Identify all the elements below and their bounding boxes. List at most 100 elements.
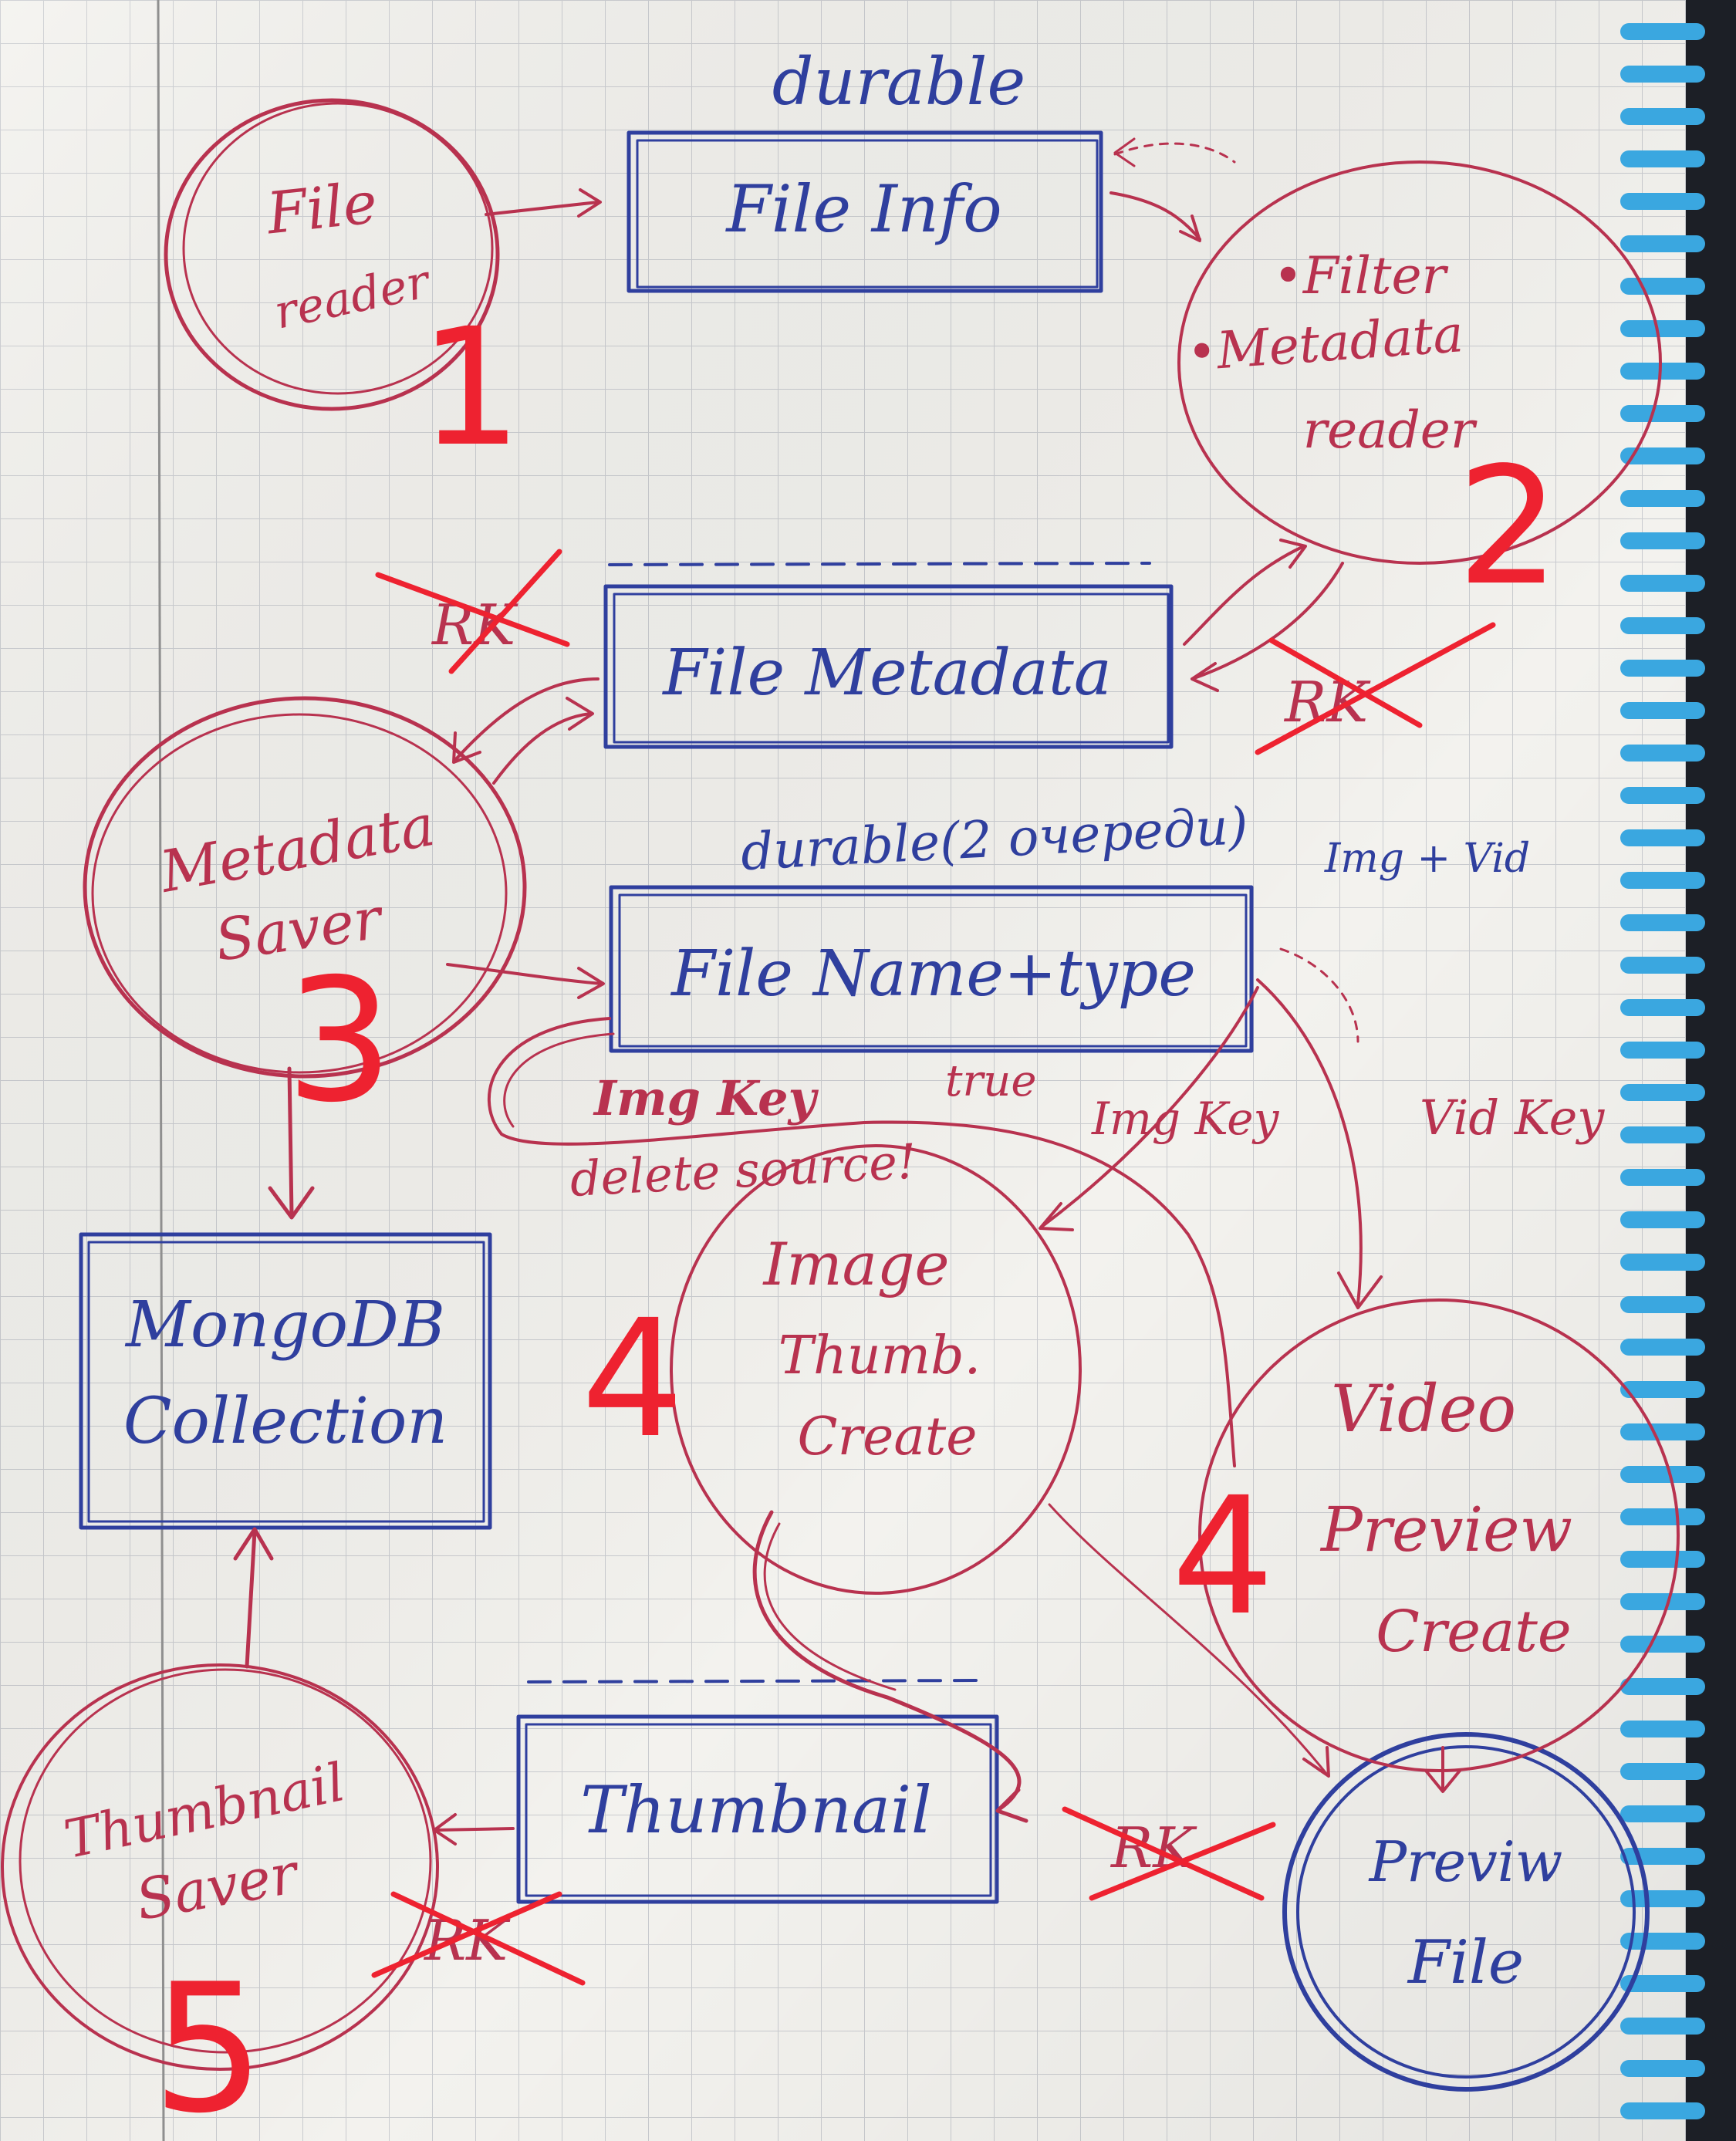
arrow-fileinfo-to-filter	[1109, 191, 1201, 241]
spiral-coil	[1620, 23, 1705, 40]
spiral-coil	[1620, 702, 1705, 719]
mongodb-collection-node: MongoDB Collection	[79, 1232, 492, 1530]
step-number-4-image: 4	[581, 1285, 684, 1474]
spiral-coil	[1620, 745, 1705, 762]
spiral-coil	[1620, 1721, 1705, 1737]
arrow-saver-to-mongo-up	[245, 1529, 257, 1669]
spiral-coil	[1620, 1084, 1705, 1101]
vid-key-label: Vid Key	[1420, 1089, 1605, 1146]
spiral-coil	[1620, 1296, 1705, 1313]
file-info-label: File Info	[724, 171, 1001, 247]
img-key-right-label: Img Key	[1091, 1092, 1280, 1145]
spiral-coil	[1620, 1763, 1705, 1780]
svg-text:RK: RK	[1283, 670, 1371, 734]
spiral-coil	[1620, 447, 1705, 464]
spiral-coil	[1620, 66, 1705, 83]
crossed-rk-metadata-left: RK	[375, 549, 570, 674]
spiral-coil	[1620, 575, 1705, 592]
spiral-coil	[1620, 1339, 1705, 1356]
mongodb-label-line2: Collection	[123, 1385, 448, 1458]
file-name-type-label: File Name+type	[670, 937, 1196, 1011]
spiral-coil	[1620, 235, 1705, 252]
true-label: true	[945, 1056, 1036, 1106]
thumbnail-label: Thumbnail	[580, 1772, 932, 1848]
file-metadata-dash	[608, 562, 1151, 566]
spiral-coil	[1620, 1551, 1705, 1568]
crossed-rk-metadata-right: RK	[1255, 622, 1496, 755]
filter-line3: reader	[1303, 400, 1478, 460]
img-key-left-label: Img Key	[593, 1070, 819, 1126]
spiral-coil	[1620, 490, 1705, 507]
spiral-coil	[1620, 914, 1705, 931]
spiral-coil	[1620, 1211, 1705, 1228]
video-preview-line2: Preview	[1319, 1494, 1572, 1565]
preview-label-line1: Previw	[1368, 1829, 1563, 1894]
img-vid-label: Img + Vid	[1324, 836, 1530, 882]
spiral-coil	[1620, 1805, 1705, 1822]
spiral-coil	[1620, 1593, 1705, 1610]
spiral-coil	[1620, 787, 1705, 804]
arrow-image-to-thumbnail	[752, 1510, 1022, 1812]
image-thumb-line2: Thumb.	[778, 1325, 981, 1386]
spiral-coil	[1620, 405, 1705, 422]
spiral-coil	[1620, 660, 1705, 677]
arrow-saver-to-mongo	[287, 1066, 294, 1217]
step-number-3: 3	[285, 942, 393, 1140]
spiral-coil	[1620, 532, 1705, 549]
spiral-coil	[1620, 999, 1705, 1016]
spiral-coil	[1620, 320, 1705, 337]
loop-imgkey-true	[487, 1017, 1236, 1467]
crossed-rk-thumbnail-saver: RK	[371, 1891, 586, 1986]
arrow-filename-to-image	[1040, 986, 1259, 1228]
spiral-coil	[1620, 1126, 1705, 1143]
arrow-filename-to-video	[1256, 978, 1363, 1305]
spiral-coil	[1620, 1678, 1705, 1695]
step-number-4-video: 4	[1171, 1462, 1275, 1651]
arrow-image-to-preview	[1048, 1503, 1329, 1776]
connectors	[233, 137, 1461, 1846]
spiral-coil	[1620, 617, 1705, 634]
file-metadata-node: File Metadata	[603, 584, 1174, 749]
image-thumb-create-node: Image Thumb. Create	[670, 1144, 1082, 1595]
arrow-metadata-to-filter	[1191, 562, 1344, 680]
spiral-coil	[1620, 150, 1705, 167]
step-number-5: 5	[152, 1947, 265, 2141]
spiral-coil	[1620, 957, 1705, 974]
filter-line1: •Filter	[1273, 246, 1449, 306]
image-thumb-line1: Image	[762, 1230, 949, 1298]
preview-file-node: Previw File	[1282, 1732, 1650, 2092]
video-preview-create-node: Video Preview Create	[1198, 1298, 1680, 1772]
arrow-metadata-to-saver	[454, 677, 599, 762]
spiral-backing	[1686, 0, 1736, 2141]
spiral-coil	[1620, 1636, 1705, 1653]
file-name-type-node: File Name+type	[609, 885, 1254, 1053]
filter-metadata-reader-node: •Filter •Metadata reader	[1177, 160, 1662, 565]
spiral-coil	[1620, 1933, 1705, 1950]
video-preview-line1: Video	[1331, 1371, 1516, 1447]
spiral-coil	[1620, 1381, 1705, 1398]
spiral-coil	[1620, 1423, 1705, 1440]
spiral-coil	[1620, 1254, 1705, 1271]
spiral-coil	[1620, 1890, 1705, 1907]
spiral-coil	[1620, 1508, 1705, 1525]
spiral-binding	[1620, 23, 1705, 2119]
spiral-coil	[1620, 872, 1705, 889]
arrow-thumbnail-to-saver	[434, 1827, 515, 1832]
spiral-coil	[1620, 278, 1705, 295]
mongodb-label-line1: MongoDB	[124, 1288, 445, 1362]
crossed-rk-preview: RK	[1062, 1806, 1276, 1901]
spiral-coil	[1620, 1042, 1705, 1059]
spiral-coil	[1620, 108, 1705, 125]
step-number-2: 2	[1457, 432, 1560, 621]
margin-line	[157, 0, 165, 2141]
video-preview-line3: Create	[1376, 1599, 1571, 1665]
spiral-coil	[1620, 1848, 1705, 1865]
spiral-coil	[1620, 1169, 1705, 1186]
spiral-coil	[1620, 2018, 1705, 2035]
thumbnail-dash	[527, 1679, 989, 1683]
arrow-saver-to-filename	[446, 963, 603, 985]
arrow-filter-to-metadata	[1183, 545, 1305, 646]
spiral-coil	[1620, 1466, 1705, 1483]
spiral-coil	[1620, 2060, 1705, 2077]
spiral-coil	[1620, 2102, 1705, 2119]
